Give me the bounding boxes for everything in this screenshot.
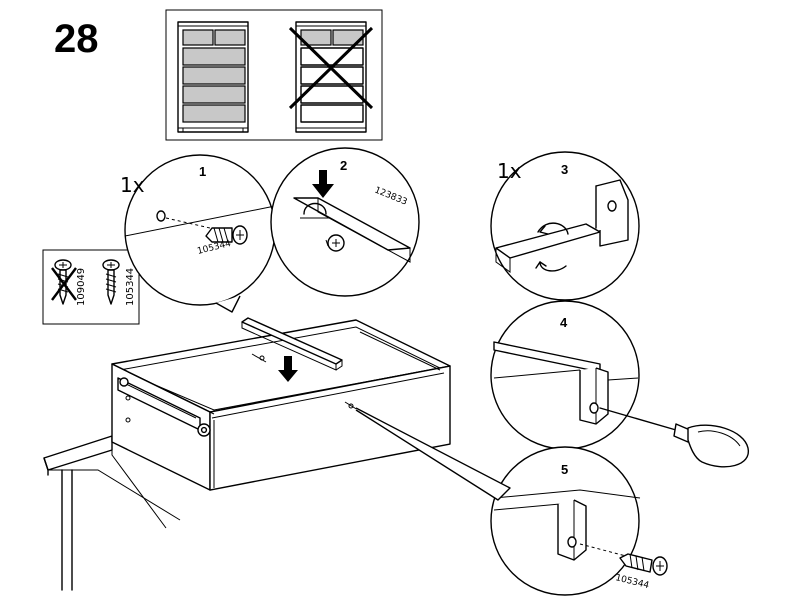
detail-circle-5: 5 105344 xyxy=(490,446,668,596)
detail-5-number: 5 xyxy=(561,462,568,477)
screw-head-icon xyxy=(325,234,345,252)
detail-3-number: 3 xyxy=(561,162,568,177)
dresser-variants-panel xyxy=(165,9,383,141)
down-arrow-icon xyxy=(312,170,334,198)
screw-choice-box: 109049 105344 xyxy=(42,249,140,325)
correct-screw-code: 105344 xyxy=(125,268,136,306)
table-surface xyxy=(43,435,181,591)
down-arrow-icon xyxy=(278,356,298,382)
detail-1-quantity: 1x xyxy=(120,173,145,197)
screw-icon xyxy=(205,225,248,245)
step-number: 28 xyxy=(54,17,99,61)
screw-icon xyxy=(619,553,668,576)
detail-1-number: 1 xyxy=(199,164,206,179)
dresser-allowed-figure xyxy=(177,21,249,133)
detail-circle-2: 2 123833 xyxy=(270,147,420,297)
callout-pointer xyxy=(355,407,511,501)
screwdriver-icon xyxy=(599,407,749,468)
detail-3-quantity: 1x xyxy=(497,159,522,183)
detail-circle-4: 4 xyxy=(490,300,749,468)
wrong-screw-code: 109049 xyxy=(76,268,87,306)
detail-circle-1: 1 1x 105344 xyxy=(120,154,276,313)
detail-circle-3: 3 1x xyxy=(490,151,640,301)
drawer-box xyxy=(111,319,451,491)
wrong-screw-icon xyxy=(51,259,77,305)
detail-2-number: 2 xyxy=(340,158,347,173)
support-rail xyxy=(241,317,343,371)
cross-mark-icon xyxy=(288,26,374,110)
dresser-crossed-figure xyxy=(288,21,374,133)
correct-screw-icon xyxy=(102,259,120,305)
detail-4-number: 4 xyxy=(560,315,568,330)
detail-5-part-code: 105344 xyxy=(614,573,650,591)
